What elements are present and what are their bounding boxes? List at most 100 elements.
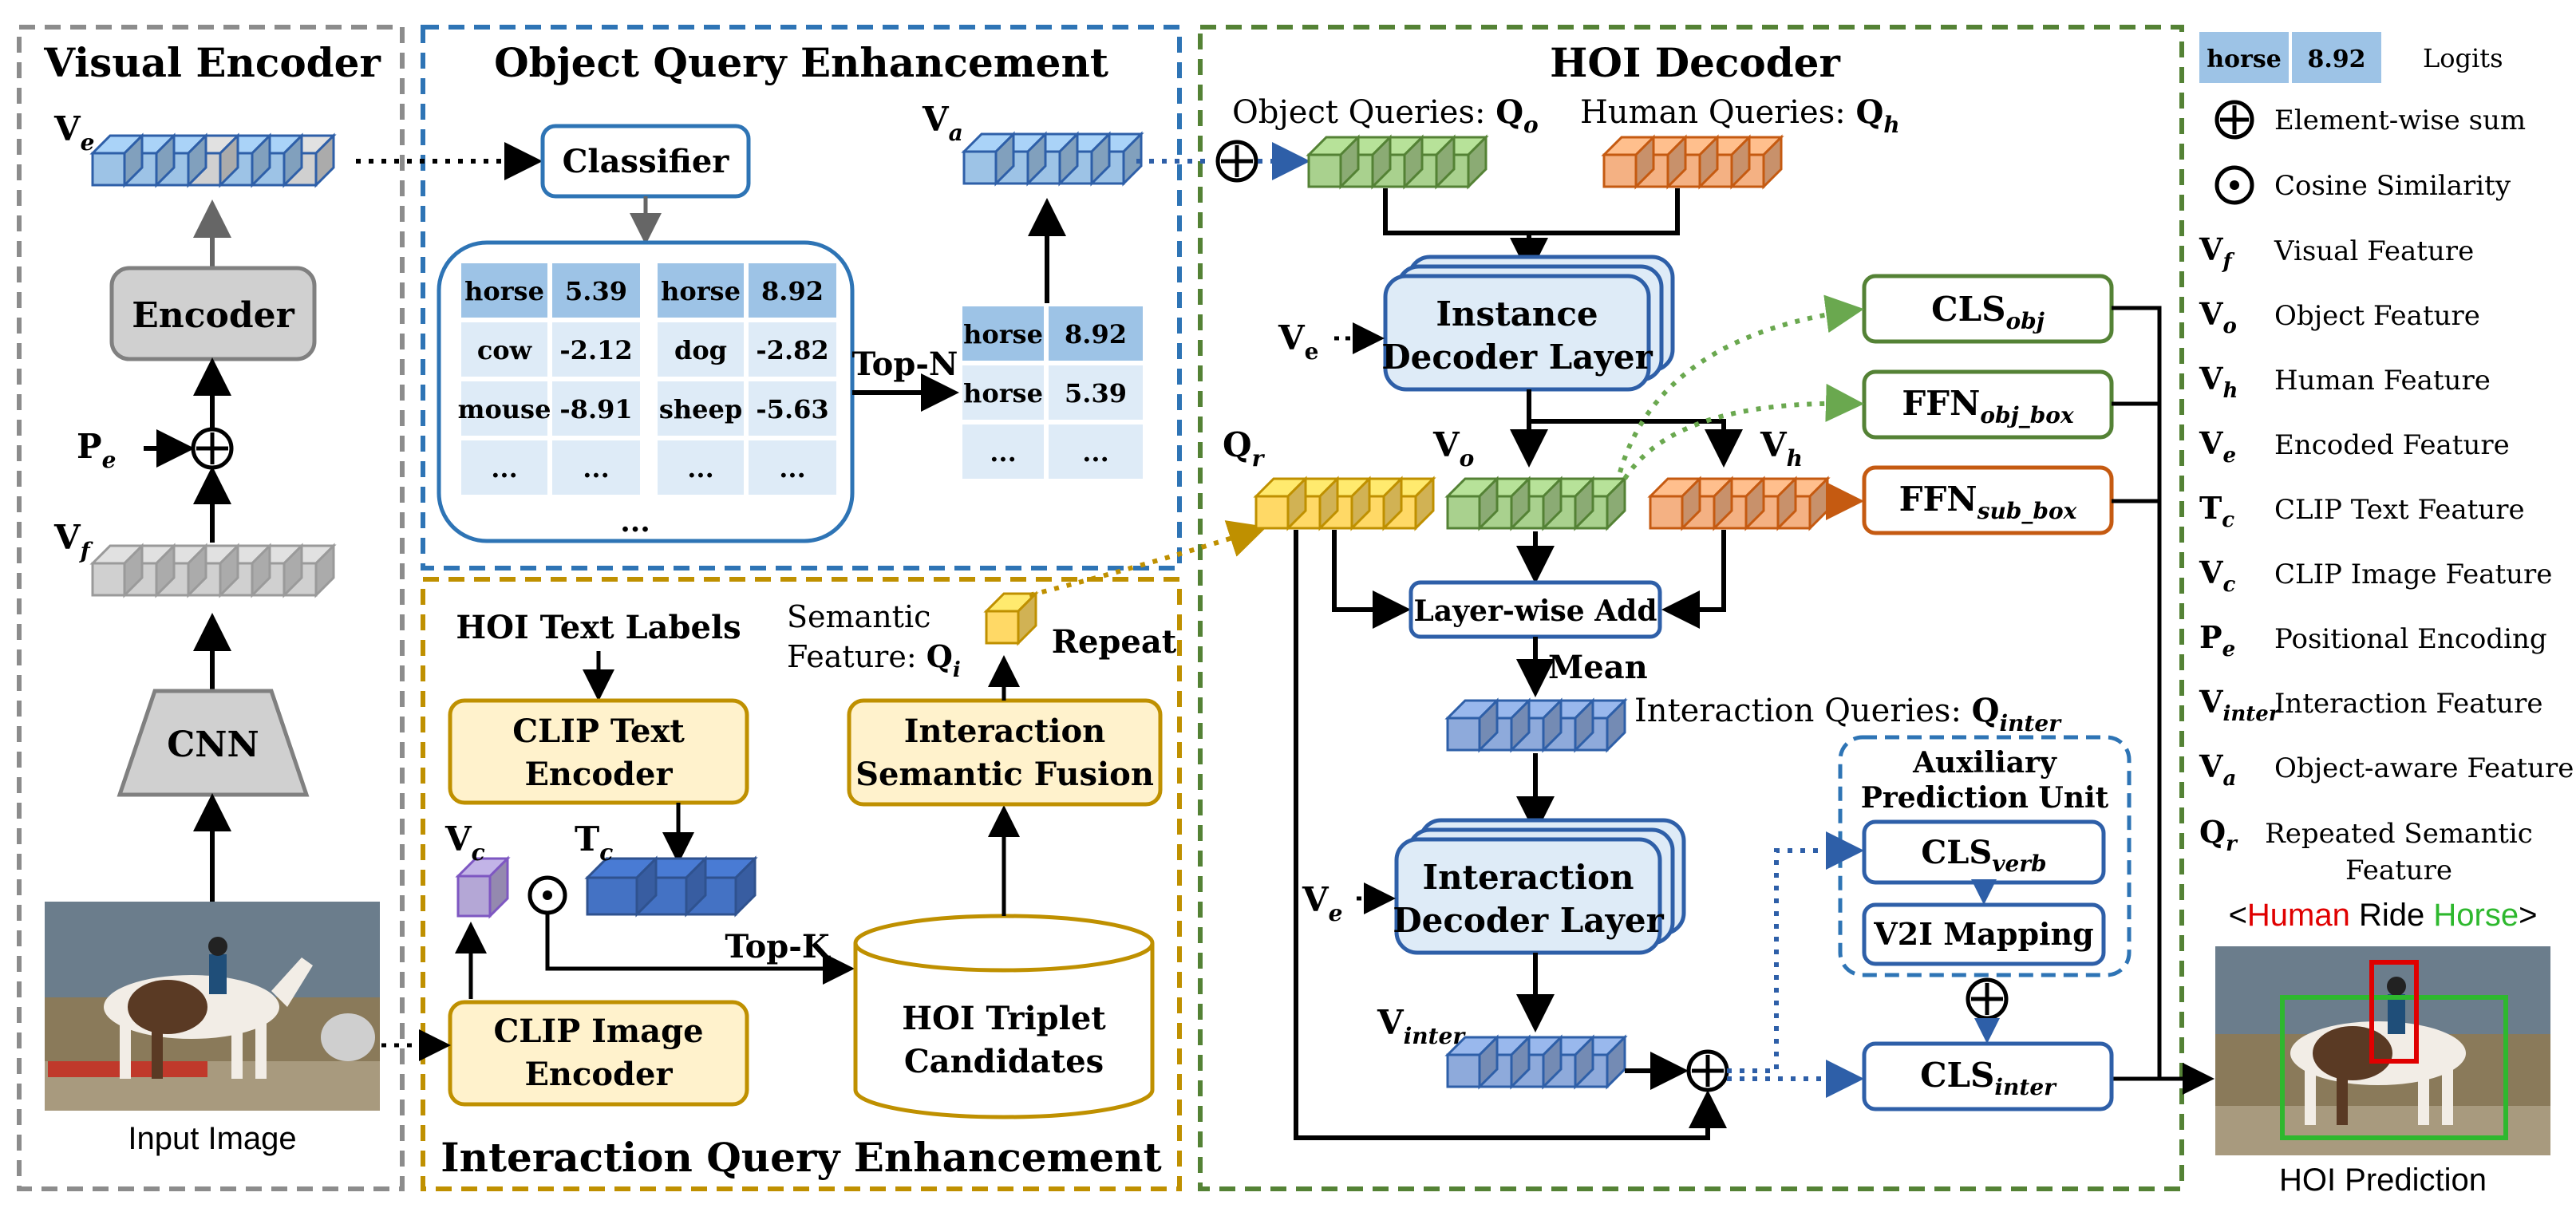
qr-feature-tensor — [1253, 476, 1436, 531]
va-symbol: Va — [922, 100, 963, 146]
table-cell-value: -5.63 — [756, 394, 828, 424]
interaction-ve-symbol: Ve — [1302, 880, 1342, 926]
cosine-to-triplet-arrow — [545, 914, 855, 985]
feature-cell — [584, 855, 659, 918]
input-image — [45, 902, 380, 1111]
table-cell-value: -8.91 — [559, 394, 632, 424]
v2i-mapping-label: V2I Mapping — [1873, 916, 2093, 952]
table-cell-label: cow — [477, 335, 533, 365]
oqe-title: Object Query Enhancement — [494, 39, 1108, 86]
feature-cell — [1306, 134, 1361, 190]
hoi-text-labels: HOI Text Labels — [456, 609, 741, 646]
feature-cell — [1444, 1034, 1500, 1090]
table-cell-value: -2.12 — [559, 335, 632, 365]
input-image-caption: Input Image — [128, 1121, 296, 1156]
table-cell-label: ... — [491, 453, 517, 484]
legend-text: CLIP Image Feature — [2274, 559, 2552, 590]
legend-text: CLIP Text Feature — [2274, 494, 2525, 526]
pe-sum-icon — [191, 427, 234, 470]
cosine-similarity-icon — [527, 875, 567, 915]
qr-bypass-arrow — [1294, 530, 1727, 1140]
hoi-prediction-image — [2215, 946, 2550, 1155]
logits-ellipsis: ... — [620, 505, 650, 539]
table-cell-value: ... — [583, 453, 609, 484]
legend-element-sum-text: Element-wise sum — [2274, 105, 2526, 136]
feature-cell — [1647, 476, 1703, 531]
legend-symbol: Vc — [2199, 555, 2235, 597]
repeat-label: Repeat — [1052, 623, 1177, 661]
legend-symbol: Vh — [2199, 361, 2238, 403]
encoder-label: Encoder — [132, 295, 294, 336]
human-queries-label: Human Queries: Qh — [1580, 93, 1900, 138]
legend-logits-text: Logits — [2423, 43, 2503, 73]
legend-symbol: Vf — [2199, 231, 2234, 274]
legend-qr-symbol: Qr — [2199, 814, 2238, 856]
table-cell-label: horse — [464, 276, 544, 306]
cls-verb-label: CLSverb — [1921, 834, 2046, 877]
feature-cell — [1253, 476, 1309, 531]
legend-text: Visual Feature — [2274, 235, 2474, 267]
table-cell-value: 8.92 — [1065, 319, 1127, 349]
element-sum-icon-aux — [1966, 977, 2009, 1021]
vh-to-add-arrow — [1661, 530, 1726, 629]
table-row: cow -2.12 — [461, 322, 640, 377]
feature-cell — [89, 132, 145, 188]
qh-feature-tensor — [1601, 134, 1784, 190]
legend-text: Human Feature — [2274, 365, 2491, 397]
tc-symbol: Tc — [575, 819, 613, 866]
vo-symbol: Vo — [1432, 425, 1474, 472]
pe-symbol: Pe — [77, 427, 116, 473]
va-feature-tensor — [961, 131, 1144, 187]
legend-symbol: Va — [2199, 748, 2236, 791]
vinter-symbol: Vinter — [1377, 1003, 1466, 1049]
hoi-triplet-database — [853, 914, 1155, 1119]
legend-logit-value: 8.92 — [2307, 45, 2365, 73]
cls-inter-box — [1862, 1041, 2114, 1111]
oqe-frame — [421, 25, 1182, 570]
table-cell-label: horse — [963, 378, 1043, 409]
legend-symbol: Vo — [2199, 296, 2237, 338]
legend-logit-word-cell — [2199, 32, 2289, 83]
vh-symbol: Vh — [1760, 425, 1803, 472]
legend-symbol: Vinter — [2199, 684, 2282, 726]
v2i-mapping-box — [1862, 902, 2106, 966]
table-row: ...... — [962, 424, 1143, 479]
legend-symbol: Ve — [2199, 425, 2236, 468]
vc-feature-cube — [455, 855, 511, 919]
table-row: mouse-8.91 — [458, 381, 640, 436]
hoi-prediction-triplet: <Human Ride Horse> — [2229, 898, 2538, 933]
table-cell-label: sheep — [659, 394, 742, 424]
visual-encoder-frame — [17, 25, 405, 1191]
interaction-queries-label: Interaction Queries: Qinter — [1634, 692, 2062, 736]
legend-cosine-icon — [2214, 165, 2254, 205]
topn-label: Top-N — [852, 345, 958, 383]
table-cell-label: horse — [661, 276, 741, 306]
iqe-frame — [421, 577, 1182, 1191]
element-sum-icon-va — [1215, 140, 1258, 183]
qo-feature-tensor — [1306, 134, 1489, 190]
table-cell-value: ... — [779, 453, 805, 484]
table-row: ...... — [461, 440, 640, 495]
layer-wise-add-label: Layer-wise Add — [1413, 594, 1657, 628]
feature-cell — [961, 131, 1017, 187]
qinter-feature-tensor — [1444, 697, 1628, 753]
feature-cell — [634, 855, 709, 918]
legend-item: Vc CLIP Image Feature — [2199, 555, 2552, 597]
qh-to-instance-line — [1529, 188, 1680, 235]
legend-symbol: Pe — [2199, 619, 2235, 661]
table-row: ...... — [658, 440, 836, 495]
vh-feature-tensor — [1647, 476, 1831, 531]
topk-label: Top-K — [725, 928, 830, 965]
